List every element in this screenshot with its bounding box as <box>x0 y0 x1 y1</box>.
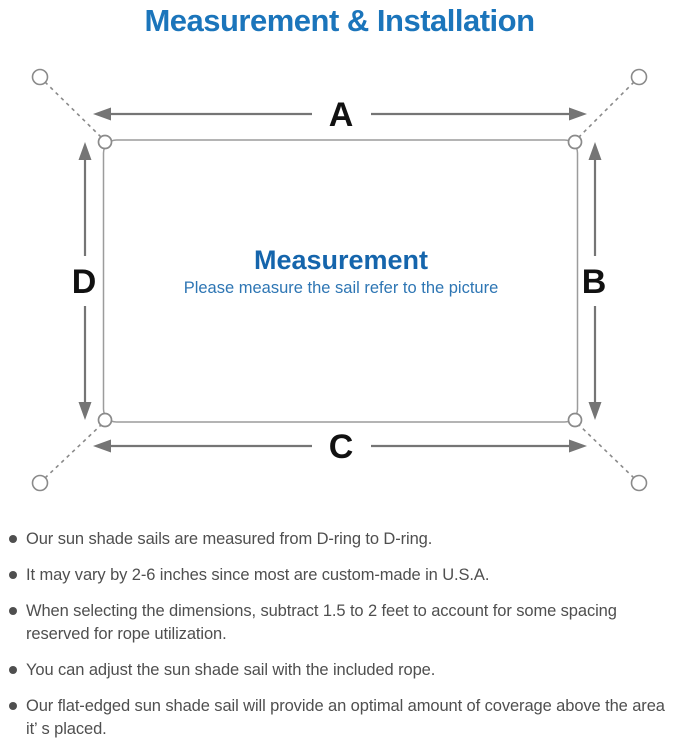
page-title: Measurement & Installation <box>144 3 535 38</box>
rope-dashed-line-top-left <box>44 81 102 138</box>
bullet-icon <box>9 607 17 615</box>
dimension-arrow-b <box>588 142 602 420</box>
measurement-diagram: A C D B Measurement Please measure the s… <box>31 68 648 492</box>
rope-dashed-line-top-right <box>578 81 635 138</box>
note-text: Our flat-edged sun shade sail will provi… <box>26 697 665 738</box>
note-item: Our flat-edged sun shade sail will provi… <box>9 695 672 739</box>
d-ring-top-left <box>97 134 113 150</box>
d-ring-bottom-left <box>97 412 113 428</box>
anchor-circle-top-right <box>630 68 648 86</box>
bullet-icon <box>9 666 17 674</box>
note-item: Our sun shade sails are measured from D-… <box>9 528 672 551</box>
note-item: You can adjust the sun shade sail with t… <box>9 659 672 682</box>
dimension-label-a: A <box>329 96 354 134</box>
d-ring-bottom-right <box>567 412 583 428</box>
notes-list: Our sun shade sails are measured from D-… <box>9 528 672 739</box>
note-text: You can adjust the sun shade sail with t… <box>26 661 436 679</box>
rope-dashed-line-bottom-left <box>44 424 102 479</box>
note-item: It may vary by 2-6 inches since most are… <box>9 564 672 587</box>
anchor-circle-bottom-left <box>31 474 49 492</box>
dimension-label-b: B <box>582 263 607 301</box>
sail-rectangle <box>102 139 579 423</box>
note-text: Our sun shade sails are measured from D-… <box>26 530 433 548</box>
note-text: It may vary by 2-6 inches since most are… <box>26 566 490 584</box>
anchor-circle-bottom-right <box>630 474 648 492</box>
dimension-arrow-a <box>93 107 587 121</box>
diagram-center-title: Measurement <box>254 245 428 275</box>
diagram-center-subtitle: Please measure the sail refer to the pic… <box>184 279 499 297</box>
d-ring-top-right <box>567 134 583 150</box>
dimension-arrow-c <box>93 439 587 453</box>
bullet-icon <box>9 535 17 543</box>
dimension-arrow-d <box>78 142 92 420</box>
dimension-label-d: D <box>72 263 97 301</box>
rope-dashed-line-bottom-right <box>578 424 635 479</box>
bullet-icon <box>9 702 17 710</box>
note-item: When selecting the dimensions, subtract … <box>9 600 672 646</box>
bullet-icon <box>9 571 17 579</box>
dimension-label-c: C <box>329 428 354 466</box>
note-text: When selecting the dimensions, subtract … <box>26 602 617 643</box>
anchor-circle-top-left <box>31 68 49 86</box>
